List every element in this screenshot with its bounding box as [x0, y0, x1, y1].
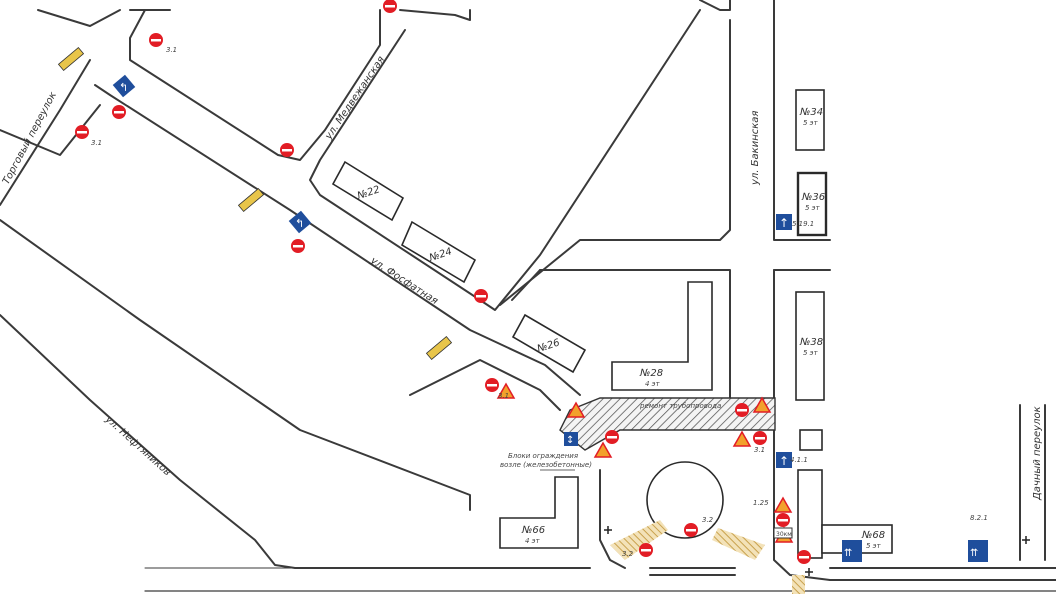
- svg-text:↑: ↑: [779, 216, 789, 230]
- road-works-sign-icon: [773, 496, 793, 513]
- street-bakinskaya: ул. Бакинская: [750, 111, 761, 186]
- no-entry-sign-icon: [753, 431, 767, 445]
- no-entry-sign-icon: [605, 430, 619, 444]
- svg-text:5 эт: 5 эт: [803, 119, 819, 127]
- svg-text:↑: ↑: [779, 454, 789, 468]
- direction-sign-icon: ↑: [776, 214, 792, 230]
- road-works-sign-icon: [496, 382, 516, 399]
- svg-text:№28: №28: [639, 368, 663, 379]
- lane-sign-icon: ⇈: [968, 540, 988, 562]
- svg-text:№38: №38: [799, 337, 823, 348]
- no-entry-sign-icon: [735, 403, 749, 417]
- no-entry-sign-icon: [383, 0, 397, 13]
- road-works-sign-icon: [566, 401, 586, 418]
- sign-code-labels: 3.1 3.1 3.1 3.1 3.2 3.2 1.25 4.1.1 5.19.…: [91, 46, 988, 558]
- svg-text:3.1: 3.1: [91, 139, 102, 147]
- svg-text:↰: ↰: [119, 81, 128, 94]
- barrier-posts: [604, 526, 1030, 576]
- svg-text:3.1: 3.1: [166, 46, 177, 54]
- svg-text:⇈: ⇈: [970, 548, 978, 559]
- svg-text:3.2: 3.2: [622, 550, 634, 558]
- road-works-zone: ремонт трубопровода Блоки ограждения воз…: [500, 397, 776, 471]
- road-works-sign-icon: [593, 441, 613, 458]
- buildings: №22 №24 №26 №28 4 эт №34 5 эт №36 5 эт №…: [331, 89, 893, 559]
- no-entry-sign-icon: [149, 33, 163, 47]
- svg-text:№66: №66: [521, 525, 545, 536]
- no-entry-sign-icon: [684, 523, 698, 537]
- detour-sign-icon: [237, 188, 265, 212]
- svg-text:4.1.1: 4.1.1: [790, 456, 808, 464]
- lane-sign-icon: ⇈: [842, 540, 862, 562]
- building-28: №28 4 эт: [611, 281, 713, 391]
- no-entry-sign-icon: [75, 125, 89, 139]
- street-torgovy: Торговый переулок: [1, 90, 59, 186]
- no-entry-sign-icon: [280, 143, 294, 157]
- svg-text:возле (железобетонные): возле (железобетонные): [500, 461, 592, 469]
- svg-text:3.2: 3.2: [702, 516, 714, 524]
- direction-signs: ↰ ↰ ↑ ↑ ↕ ⇈ ⇈: [112, 74, 988, 562]
- no-entry-sign-icon: [485, 378, 499, 392]
- svg-text:↰: ↰: [295, 217, 304, 230]
- detour-sign-icon: [425, 336, 453, 360]
- svg-text:1.25: 1.25: [753, 499, 769, 507]
- svg-text:5 эт: 5 эт: [866, 542, 882, 550]
- no-entry-sign-icon: [797, 550, 811, 564]
- svg-text:4 эт: 4 эт: [645, 380, 661, 388]
- building-24: №24: [400, 220, 477, 284]
- direction-sign-icon: ↑: [776, 452, 792, 468]
- road-works-sign-icon: [752, 396, 772, 413]
- street-fosfatnaya: ул. Фосфатная: [368, 255, 440, 307]
- svg-text:3.1: 3.1: [498, 392, 509, 400]
- no-entry-signs: [75, 0, 811, 564]
- svg-text:№68: №68: [861, 530, 885, 541]
- small-structure: [799, 429, 823, 451]
- no-entry-sign-icon: [639, 543, 653, 557]
- svg-text:№36: №36: [801, 192, 825, 203]
- svg-text:8.2.1: 8.2.1: [970, 514, 988, 522]
- svg-text:5.19.1: 5.19.1: [792, 220, 814, 228]
- building-26: №26: [511, 313, 587, 374]
- speed-plate: 30км: [773, 527, 793, 539]
- svg-text:Блоки ограждения: Блоки ограждения: [508, 452, 578, 460]
- svg-text:№34: №34: [799, 107, 823, 118]
- svg-text:30км: 30км: [776, 531, 792, 538]
- street-medvezhanskaya: ул. Медвежанская: [323, 54, 387, 142]
- building-36: №36 5 эт: [796, 171, 828, 237]
- svg-text:3.1: 3.1: [754, 446, 765, 454]
- detour-signs: [57, 47, 453, 360]
- svg-text:4 эт: 4 эт: [525, 537, 541, 545]
- no-entry-sign-icon: [291, 239, 305, 253]
- road-works-sign-icon: [732, 430, 752, 447]
- building-66: №66 4 эт: [499, 476, 579, 549]
- building-22: №22: [331, 160, 405, 222]
- no-entry-sign-icon: [474, 289, 488, 303]
- direction-sign-icon: ↕: [564, 432, 578, 446]
- street-neftyanikov: ул. Нефтяников: [102, 413, 172, 478]
- svg-text:5 эт: 5 эт: [803, 349, 819, 357]
- street-dachny: Дачный переулок: [1032, 406, 1043, 501]
- detour-sign-icon: [57, 47, 85, 71]
- svg-text:⇈: ⇈: [844, 548, 852, 559]
- building-34: №34 5 эт: [795, 89, 825, 151]
- building-38: №38 5 эт: [795, 291, 825, 401]
- no-entry-sign-icon: [112, 105, 126, 119]
- svg-text:↕: ↕: [566, 435, 574, 446]
- roundabout: [646, 461, 724, 539]
- no-entry-sign-icon: [776, 513, 790, 527]
- svg-text:5 эт: 5 эт: [805, 204, 821, 212]
- direction-sign-icon: ↰: [288, 210, 312, 234]
- traffic-islands: [610, 520, 805, 594]
- direction-sign-icon: ↰: [112, 74, 136, 98]
- svg-text:ремонт трубопровода: ремонт трубопровода: [639, 402, 721, 410]
